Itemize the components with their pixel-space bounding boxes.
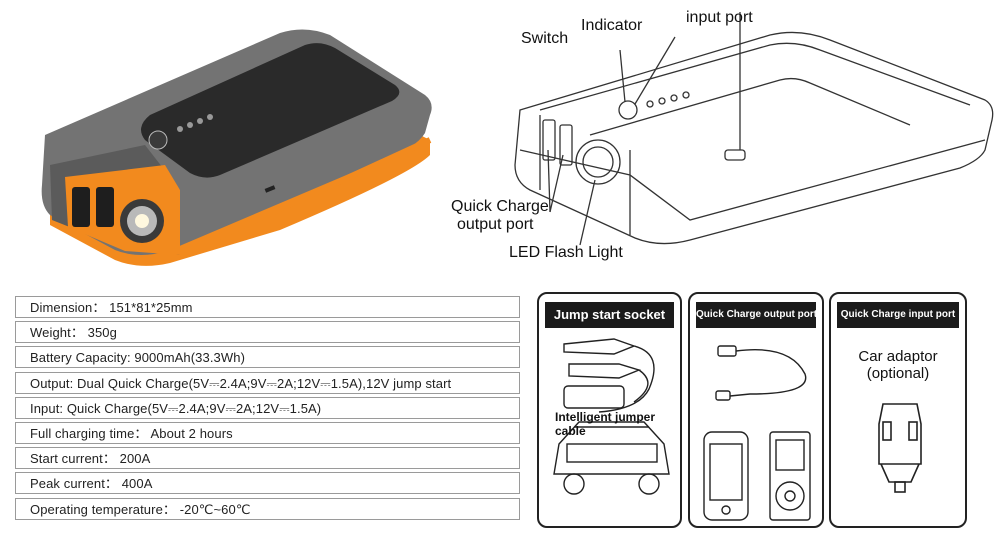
spec-input: Input: Quick Charge(5V⎓2.4A;9V⎓2A;12V⎓1.… [15, 396, 520, 419]
spec-full-charging-time: Full charging time： About 2 hours [15, 421, 520, 444]
spec-output: Output: Dual Quick Charge(5V⎓2.4A;9V⎓2A;… [15, 371, 520, 394]
car-adaptor-optional-label: (optional) [866, 365, 930, 382]
panel-title-qc-output: Quick Charge output port [696, 302, 817, 328]
callout-switch: Switch [521, 30, 569, 47]
callout-led-flash-light: LED Flash Light [509, 244, 623, 261]
power-bank-photo [41, 29, 432, 266]
spec-dimension: Dimension： 151*81*25mm [15, 296, 520, 318]
spec-peak-current: Peak current： 400A [15, 472, 520, 495]
usb-cable-phone-illustration [703, 345, 811, 521]
panel-quick-charge-input-port: Quick Charge input port Car adaptor (opt… [829, 292, 967, 528]
jumper-cable-label-line1: Intelligent jumper [555, 410, 656, 424]
power-bank-line-drawing [514, 12, 994, 246]
spec-battery-capacity: Battery Capacity: 9000mAh(33.3Wh) [15, 346, 520, 369]
spec-start-current: Start current： 200A [15, 447, 520, 470]
callout-quick-charge-line1: Quick Charge [451, 198, 549, 215]
jumper-cable-label-line2: cable [555, 424, 586, 438]
panel-title-qc-input: Quick Charge input port [837, 302, 959, 328]
car-adaptor-illustration [878, 403, 922, 493]
spec-operating-temperature: Operating temperature： -20℃~60℃ [15, 497, 520, 520]
panel-jump-start-socket: Jump start socket Intelligent jumper cab… [537, 292, 682, 528]
spec-weight: Weight： 350g [15, 321, 520, 344]
panel-title-jump-start: Jump start socket [545, 302, 674, 328]
jumper-cable-car-illustration [553, 338, 670, 495]
callout-input-port: input port [686, 9, 753, 26]
callout-indicator: Indicator [581, 17, 643, 34]
spec-table: Dimension： 151*81*25mm Weight： 350g Batt… [15, 296, 520, 523]
callout-quick-charge-line2: output port [457, 216, 534, 233]
panel-quick-charge-output-port: Quick Charge output port [688, 292, 824, 528]
car-adaptor-label: Car adaptor [858, 348, 938, 365]
